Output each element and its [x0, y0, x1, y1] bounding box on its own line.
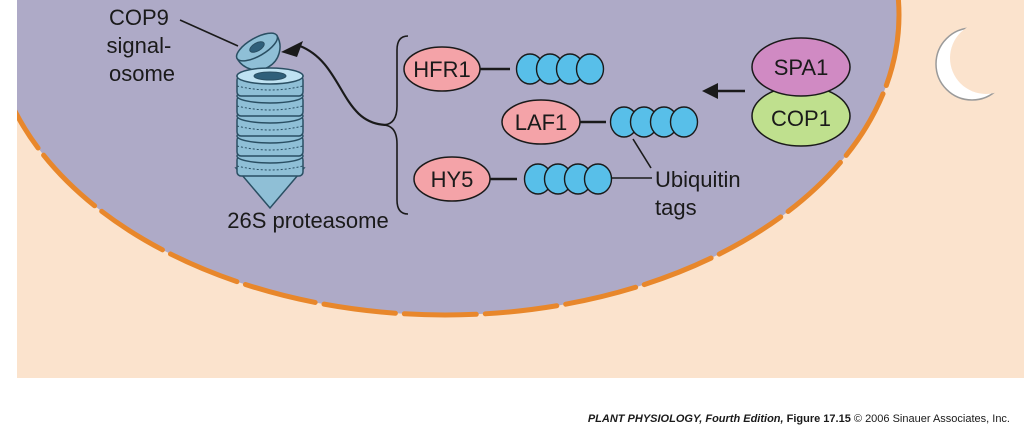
proteasome-label: 26S proteasome [227, 208, 388, 233]
cop9-signalosome-icon [235, 32, 281, 71]
spa1-label: SPA1 [774, 55, 829, 80]
complex-arrowhead [702, 83, 718, 99]
ubiquitin-pointer-laf1 [632, 138, 652, 169]
proteasome-pore [253, 71, 287, 81]
protein-hfr1: HFR1 [403, 46, 510, 92]
ubiquitin-chains [515, 53, 699, 195]
protein-laf1: LAF1 [501, 99, 606, 145]
laf1-label: LAF1 [515, 110, 568, 135]
ubiquitin-bead-laf1 [669, 106, 699, 138]
protein-bracket [383, 35, 409, 215]
26s-proteasome-icon [234, 67, 306, 210]
proteasome-ring-seam [236, 125, 304, 131]
crescent-moon-icon [935, 27, 1009, 101]
ubiquitin-bead-hy5 [583, 163, 613, 195]
figure-credit: PLANT PHYSIOLOGY, Fourth Edition, Figure… [0, 413, 1010, 425]
hy5-label: HY5 [431, 167, 474, 192]
proteasome-ring-seam [236, 85, 304, 91]
signalosome-pointer [179, 19, 239, 47]
signalosome-label: COP9 signal- osome [107, 5, 178, 86]
cop1-label: COP1 [771, 106, 831, 131]
nuclear-envelope [17, 0, 902, 318]
ubiquitin-bead-hfr1 [575, 53, 605, 85]
credit-book: PLANT PHYSIOLOGY, Fourth Edition, [587, 413, 784, 425]
proteasome-ring-seam [236, 165, 304, 171]
credit-copyright: © 2006 Sinauer Associates, Inc. [853, 413, 1010, 425]
hfr1-label: HFR1 [413, 57, 470, 82]
protein-hy5: HY5 [413, 156, 517, 202]
degradation-arrow [299, 44, 389, 127]
credit-figure: Figure 17.15 [786, 413, 851, 425]
proteasome-ring-seam [236, 105, 304, 111]
spa1-cop1-complex: SPA1 COP1 [751, 37, 851, 147]
proteasome-ring-seam [236, 145, 304, 151]
ubiquitin-label: Ubiquitin tags [655, 167, 747, 220]
degradation-arrowhead [281, 41, 303, 57]
spa1-protein [751, 37, 851, 97]
